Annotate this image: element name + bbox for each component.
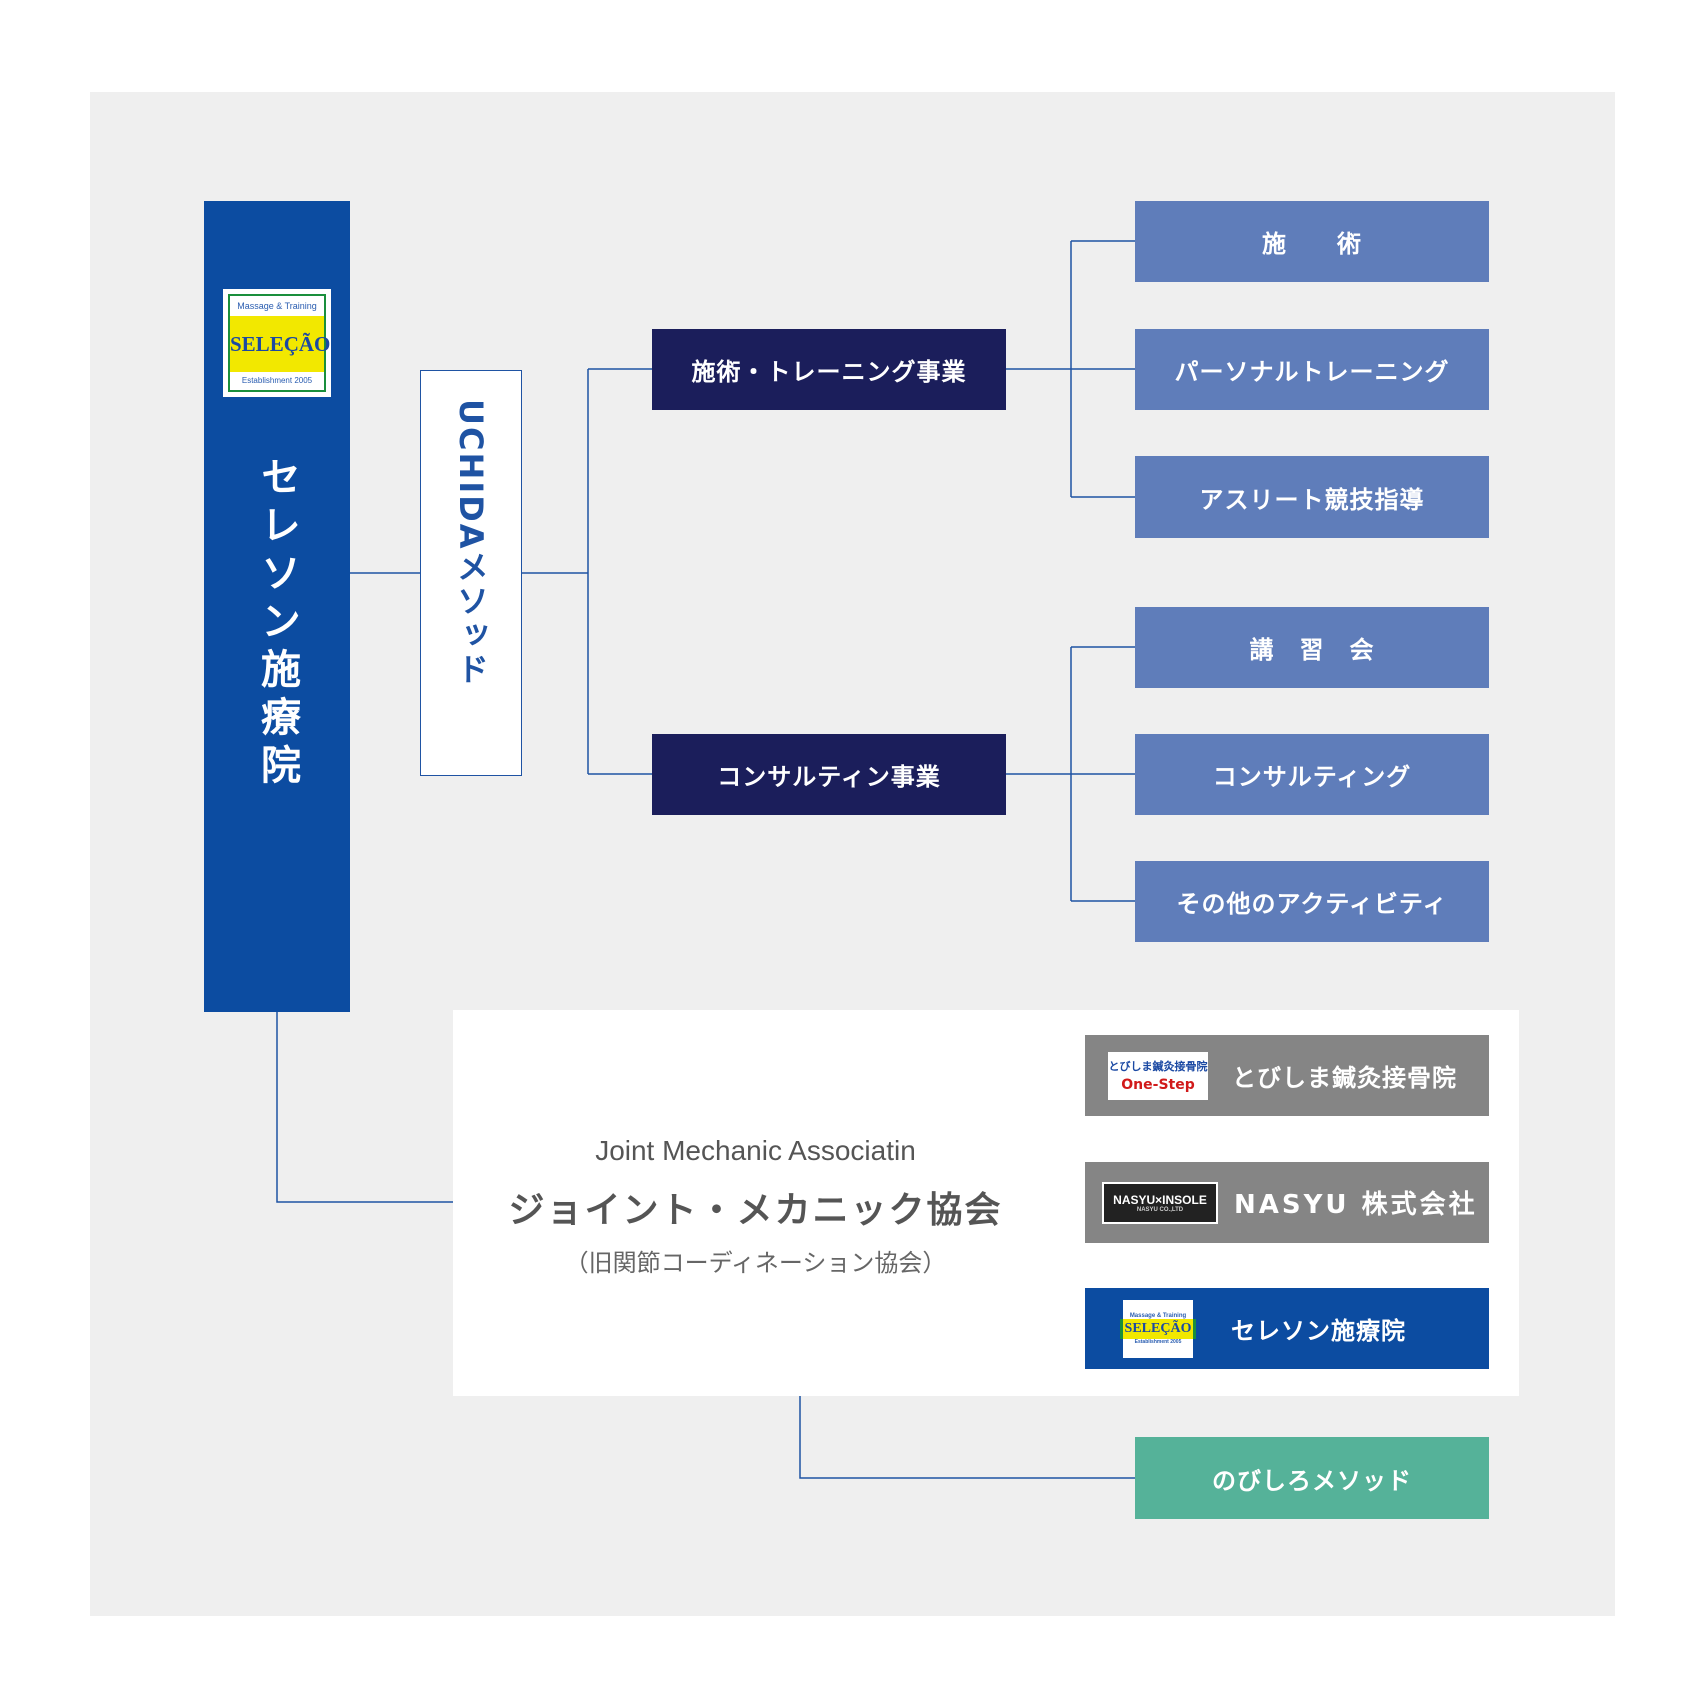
service-label: アスリート競技指導 — [1199, 485, 1425, 514]
main-clinic-column: Massage & Training SELEÇÃO Establishment… — [204, 201, 350, 1012]
service-label: 施 術 — [1262, 230, 1362, 258]
member-label: NASYU 株式会社 — [1234, 1190, 1478, 1220]
service-label: 講 習 会 — [1249, 636, 1375, 664]
service-label: コンサルティング — [1212, 763, 1412, 791]
service-personal-training: パーソナルトレーニング — [1135, 329, 1489, 410]
association-name-jp: ジョイント・メカニック協会 — [508, 1190, 1003, 1231]
nobishiro-method-label: のびしろメソッド — [1212, 1466, 1412, 1495]
business-treatment-training: 施術・トレーニング事業 — [652, 329, 1006, 410]
selecao-logo: Massage & Training SELEÇÃO Establishment… — [223, 289, 331, 397]
service-consulting: コンサルティング — [1135, 734, 1489, 815]
member-tobishima: とびしま鍼灸接骨院 One-Step とびしま鍼灸接骨院 — [1085, 1035, 1489, 1116]
service-other-activities: その他のアクティビティ — [1135, 861, 1489, 942]
association-name-en: Joint Mechanic Associatin — [595, 1135, 916, 1166]
association-panel: Joint Mechanic Associatin ジョイント・メカニック協会 … — [453, 1010, 1519, 1396]
logo-bottom-text: Establishment 2005 — [230, 372, 324, 390]
small-logo-bottom: Establishment 2005 — [1134, 1338, 1182, 1345]
nasyu-logo: NASYU×INSOLE NASYU CO.,LTD — [1102, 1181, 1218, 1224]
service-workshop: 講 習 会 — [1135, 607, 1489, 688]
main-clinic-title: セレソン施療院 — [254, 456, 300, 792]
tobishima-logo-top: とびしま鍼灸接骨院 — [1108, 1060, 1208, 1073]
business-label: 施術・トレーニング事業 — [691, 358, 967, 386]
nobishiro-method-box: のびしろメソッド — [1135, 1437, 1489, 1519]
tobishima-logo-bottom: One-Step — [1121, 1077, 1195, 1093]
connector-association-to-nobishiro — [799, 1396, 1135, 1479]
member-label: セレソン施療院 — [1231, 1317, 1406, 1345]
service-treatment: 施 術 — [1135, 201, 1489, 282]
service-athlete-coaching: アスリート競技指導 — [1135, 456, 1489, 538]
nasyu-logo-top: NASYU×INSOLE — [1113, 1192, 1207, 1207]
tobishima-logo: とびしま鍼灸接骨院 One-Step — [1108, 1051, 1208, 1100]
member-nasyu: NASYU×INSOLE NASYU CO.,LTD NASYU 株式会社 — [1085, 1162, 1489, 1243]
small-logo-name: SELEÇÃO — [1119, 1318, 1197, 1339]
uchida-method-box: UCHIDAメソッド — [420, 370, 522, 776]
association-former-name: （旧関節コーディネーション協会） — [564, 1249, 947, 1277]
small-logo-top: Massage & Training — [1129, 1312, 1187, 1319]
logo-top-text: Massage & Training — [230, 296, 324, 316]
member-label: とびしま鍼灸接骨院 — [1232, 1064, 1457, 1092]
business-label: コンサルティン事業 — [717, 763, 941, 791]
service-label: その他のアクティビティ — [1176, 890, 1448, 918]
business-consulting: コンサルティン事業 — [652, 734, 1006, 815]
selecao-small-logo: Massage & Training SELEÇÃO Establishment… — [1119, 1299, 1197, 1358]
logo-name: SELEÇÃO — [230, 332, 331, 356]
nasyu-logo-bottom: NASYU CO.,LTD — [1136, 1206, 1184, 1213]
uchida-method-label: UCHIDAメソッド — [452, 399, 490, 687]
service-label: パーソナルトレーニング — [1174, 358, 1450, 386]
member-selecao: Massage & Training SELEÇÃO Establishment… — [1085, 1288, 1489, 1369]
connector-main-to-association — [276, 1012, 453, 1203]
